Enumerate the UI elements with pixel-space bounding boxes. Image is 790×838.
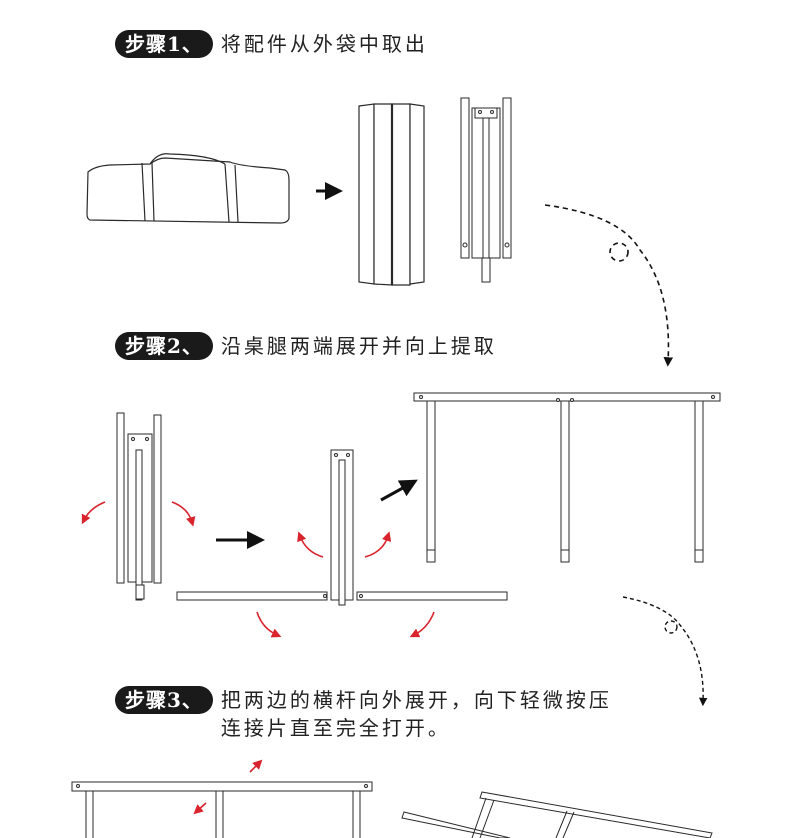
step3-frame-front [71,781,373,838]
step3-frame-perspective [401,791,713,838]
step2-folded-frame [116,412,162,601]
step2-opened-frame [413,392,721,563]
step2-arrow-2 [380,479,418,502]
folded-tabletop-illustration [358,103,425,286]
step2-half-open-frame [176,449,508,606]
step-2-badge: 步骤2、 [115,332,213,360]
step2-rotate-arrows-middle [256,531,435,638]
step-1-heading: 步骤1、 将配件从外袋中取出 [115,30,428,58]
dashed-flow-arrow-1 [544,204,674,367]
step-3-instruction-line-1: 把两边的横杆向外展开，向下轻微按压 [220,688,612,712]
step-2-heading: 步骤2、 沿桌腿两端展开并向上提取 [115,332,497,360]
step-3-badge: 步骤3、 [115,686,213,714]
step-3-heading: 步骤3、 把两边的横杆向外展开，向下轻微按压 连接片直至完全打开。 [115,686,612,742]
folded-frame-illustration [460,97,512,283]
dashed-flow-arrow-2 [622,596,708,707]
step-1-instruction: 将配件从外袋中取出 [220,32,428,56]
step-3-instruction-line-2: 连接片直至完全打开。 [220,716,451,740]
step-2-instruction: 沿桌腿两端展开并向上提取 [220,334,497,358]
step2-rotate-arrows-left [81,501,196,527]
step-1-badge: 步骤1、 [115,30,213,58]
carry-bag-illustration [86,153,290,224]
step3-red-arrows [193,759,263,815]
